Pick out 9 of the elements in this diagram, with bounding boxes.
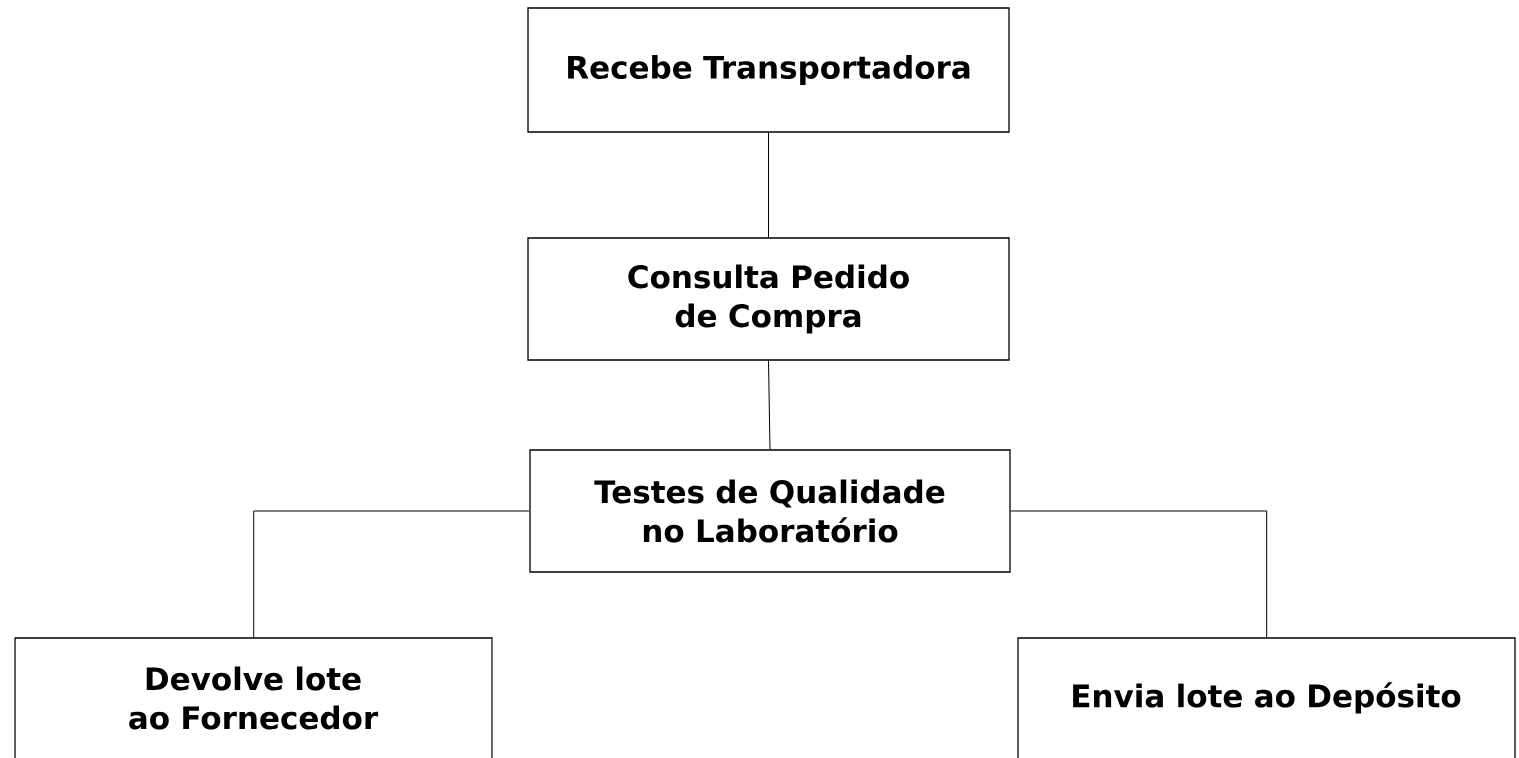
connector-line [768, 360, 771, 450]
process-box: Testes de Qualidade no Laboratório [529, 449, 1011, 573]
connector-line [1010, 510, 1268, 639]
process-box: Recebe Transportadora [527, 7, 1010, 133]
connector-line [768, 132, 769, 238]
process-box: Consulta Pedido de Compra [527, 237, 1010, 361]
connector-line [253, 510, 530, 639]
process-box: Envia lote ao Depósito [1017, 637, 1516, 758]
process-box: Devolve lote ao Fornecedor [14, 637, 493, 758]
